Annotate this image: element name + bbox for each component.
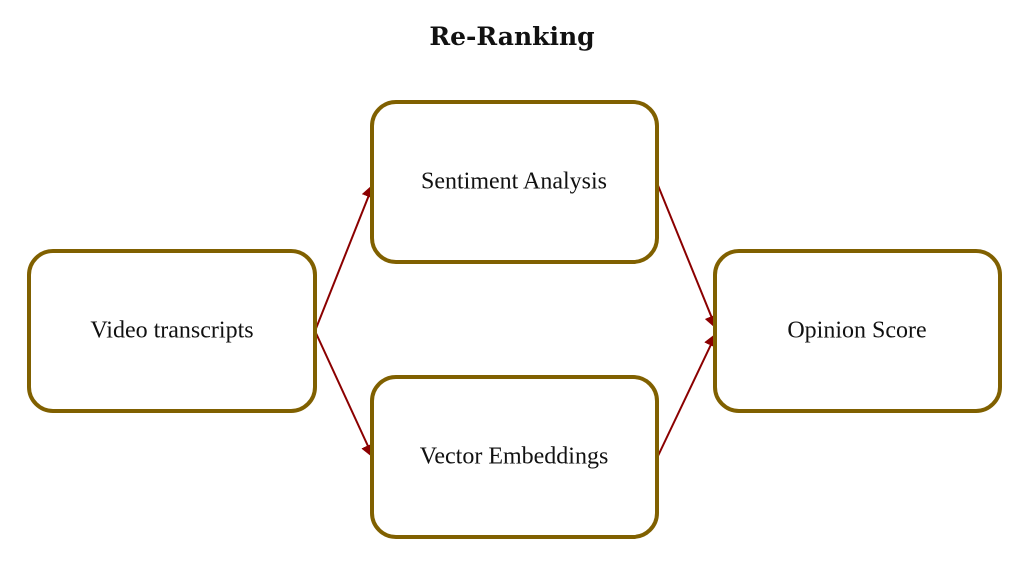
node-sentiment-analysis: Sentiment Analysis	[370, 100, 659, 264]
diagram-title: Re-Ranking	[429, 22, 595, 51]
edge-video-to-sentiment	[314, 183, 375, 332]
node-opinion-score: Opinion Score	[713, 249, 1002, 413]
edges	[314, 182, 718, 459]
edge-video-to-embeddings	[314, 330, 375, 459]
edge-embeddings-to-opinion	[656, 332, 717, 459]
edge-sentiment-to-opinion	[656, 182, 718, 330]
node-video-transcripts-label: Video transcripts	[90, 318, 253, 344]
node-vector-embeddings-label: Vector Embeddings	[420, 444, 609, 470]
node-video-transcripts: Video transcripts	[27, 249, 317, 413]
node-opinion-score-label: Opinion Score	[787, 318, 926, 344]
node-sentiment-analysis-label: Sentiment Analysis	[421, 169, 607, 195]
node-vector-embeddings: Vector Embeddings	[370, 375, 659, 539]
